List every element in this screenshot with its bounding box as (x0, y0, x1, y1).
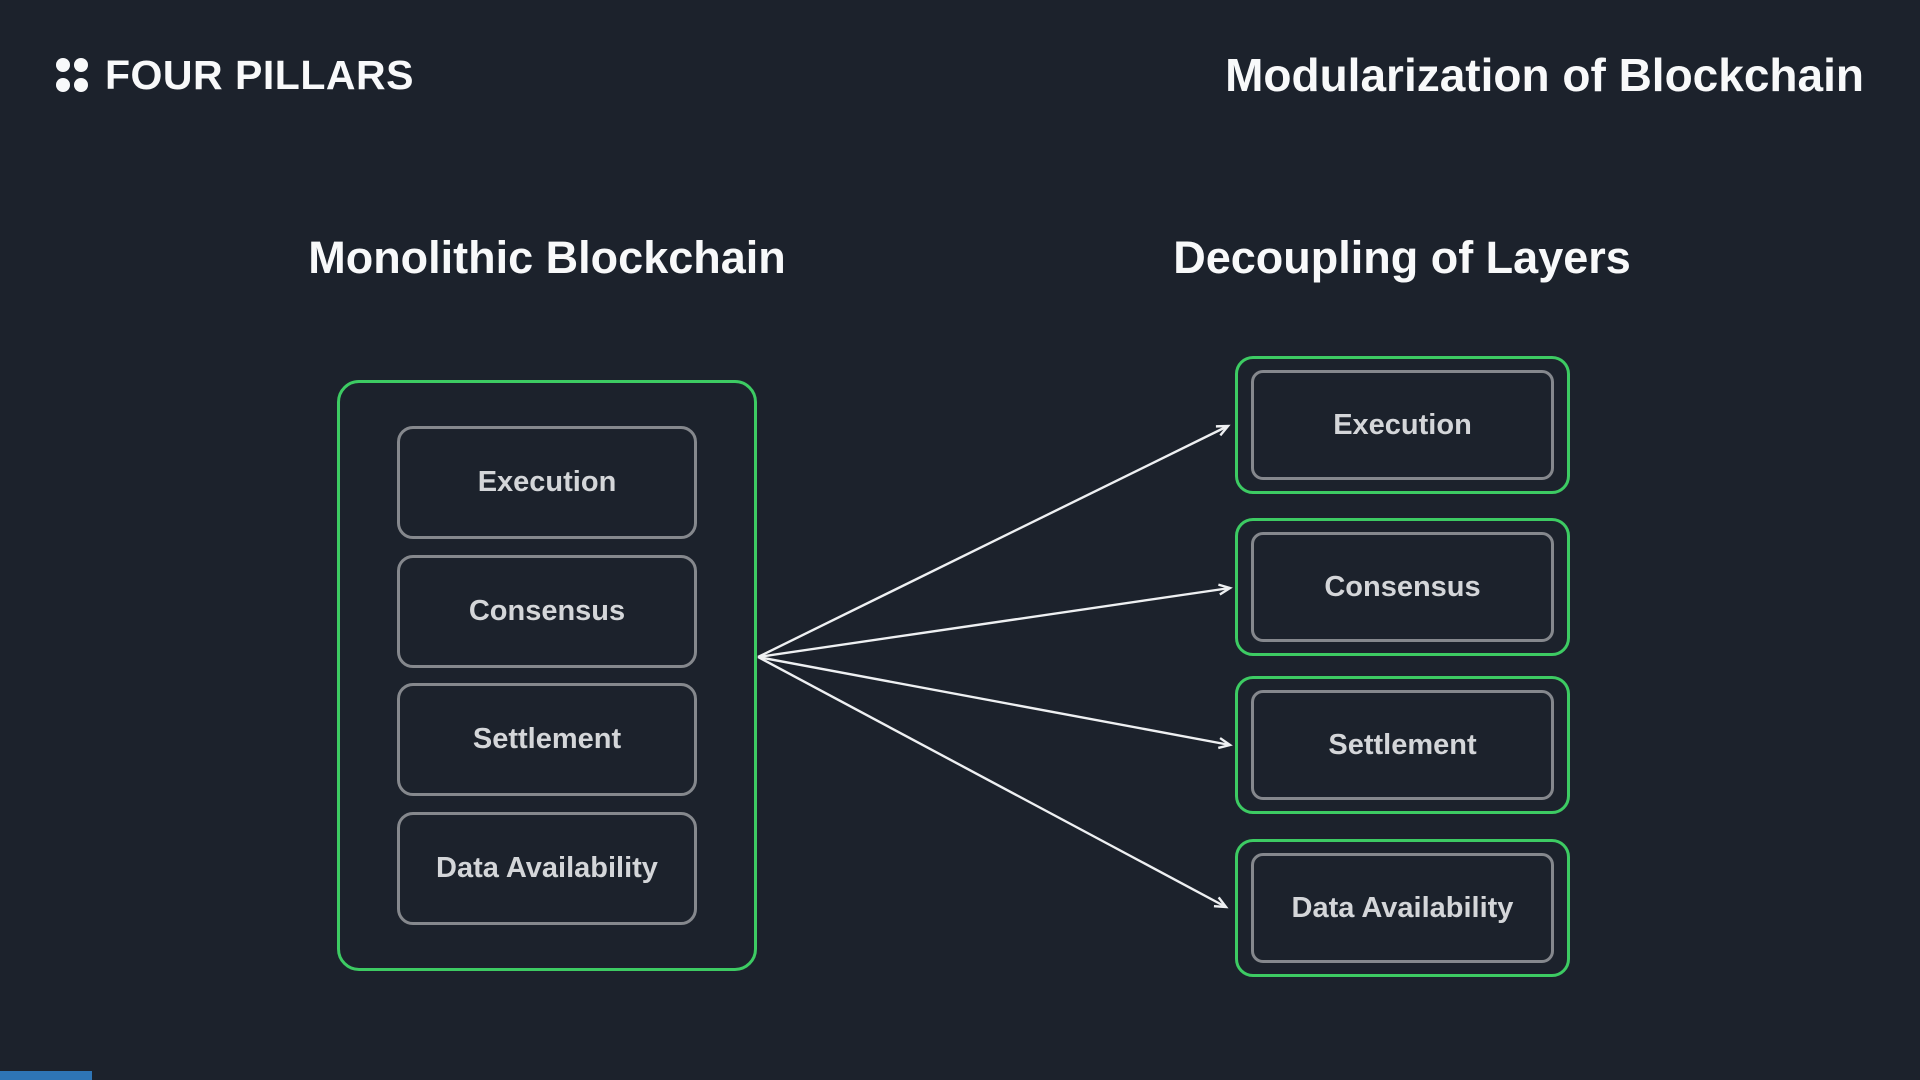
arrow-to-data-availability (757, 655, 1229, 909)
monolithic-layer-consensus: Consensus (397, 554, 697, 668)
slide-title: Modularization of Blockchain (1225, 49, 1864, 101)
monolithic-layer-settlement: Settlement (397, 683, 697, 797)
left-section-heading: Monolithic Blockchain (308, 232, 786, 283)
arrow-to-consensus (757, 583, 1233, 659)
decoupled-layer-data-availability: Data Availability (1251, 853, 1554, 963)
monolithic-layer-execution: Execution (397, 426, 697, 539)
decoupled-layer-settlement: Settlement (1251, 690, 1554, 800)
arrow-to-settlement (757, 655, 1233, 750)
decoupled-box-consensus: Consensus (1235, 518, 1570, 656)
monolithic-container: Execution Consensus Settlement Data Avai… (337, 380, 757, 971)
four-dots-icon (56, 58, 88, 92)
brand-logo: FOUR PILLARS (56, 52, 414, 99)
progress-strip (0, 1071, 92, 1080)
decoupled-layer-execution: Execution (1251, 370, 1554, 480)
decoupled-layer-consensus: Consensus (1251, 532, 1554, 642)
monolithic-layer-data-availability: Data Availability (397, 811, 697, 925)
brand-name: FOUR PILLARS (105, 51, 414, 98)
arrow-to-execution (757, 424, 1231, 659)
dot-icon (56, 58, 70, 72)
right-section-heading: Decoupling of Layers (1173, 232, 1631, 283)
dot-icon (56, 78, 70, 92)
header: FOUR PILLARS Modularization of Blockchai… (56, 38, 1864, 112)
decoupled-box-data-availability: Data Availability (1235, 839, 1570, 977)
dot-icon (74, 78, 88, 92)
decoupled-box-settlement: Settlement (1235, 676, 1570, 814)
dot-icon (74, 58, 88, 72)
decoupled-box-execution: Execution (1235, 356, 1570, 494)
